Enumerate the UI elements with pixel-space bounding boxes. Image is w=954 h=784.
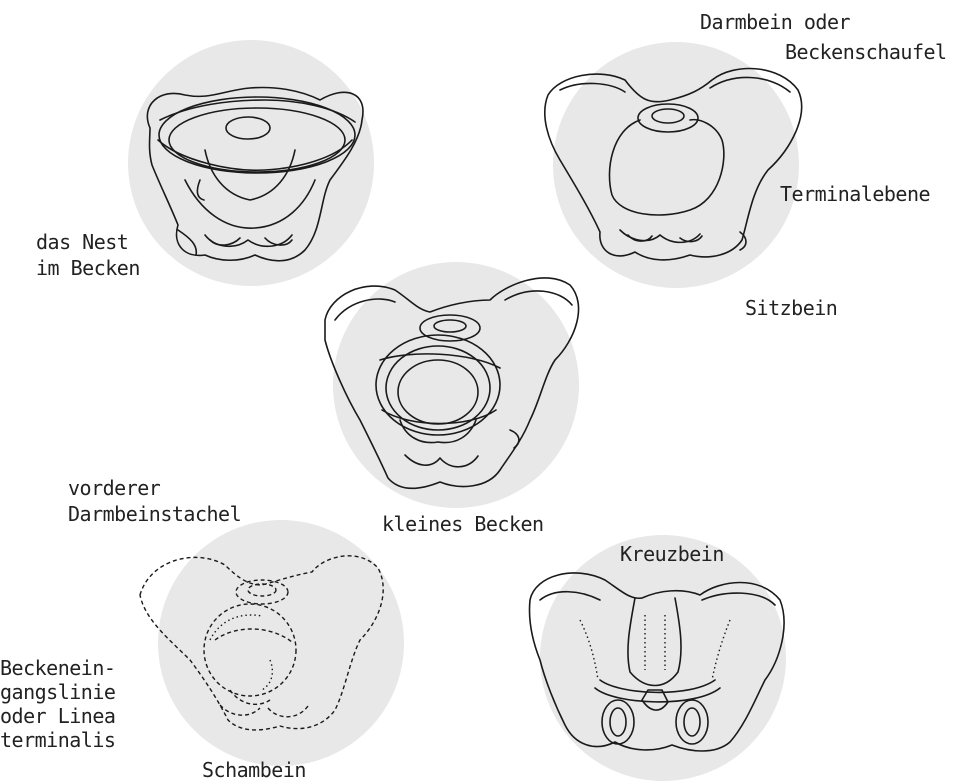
label-kreuzbein: Kreuzbein xyxy=(620,542,724,566)
